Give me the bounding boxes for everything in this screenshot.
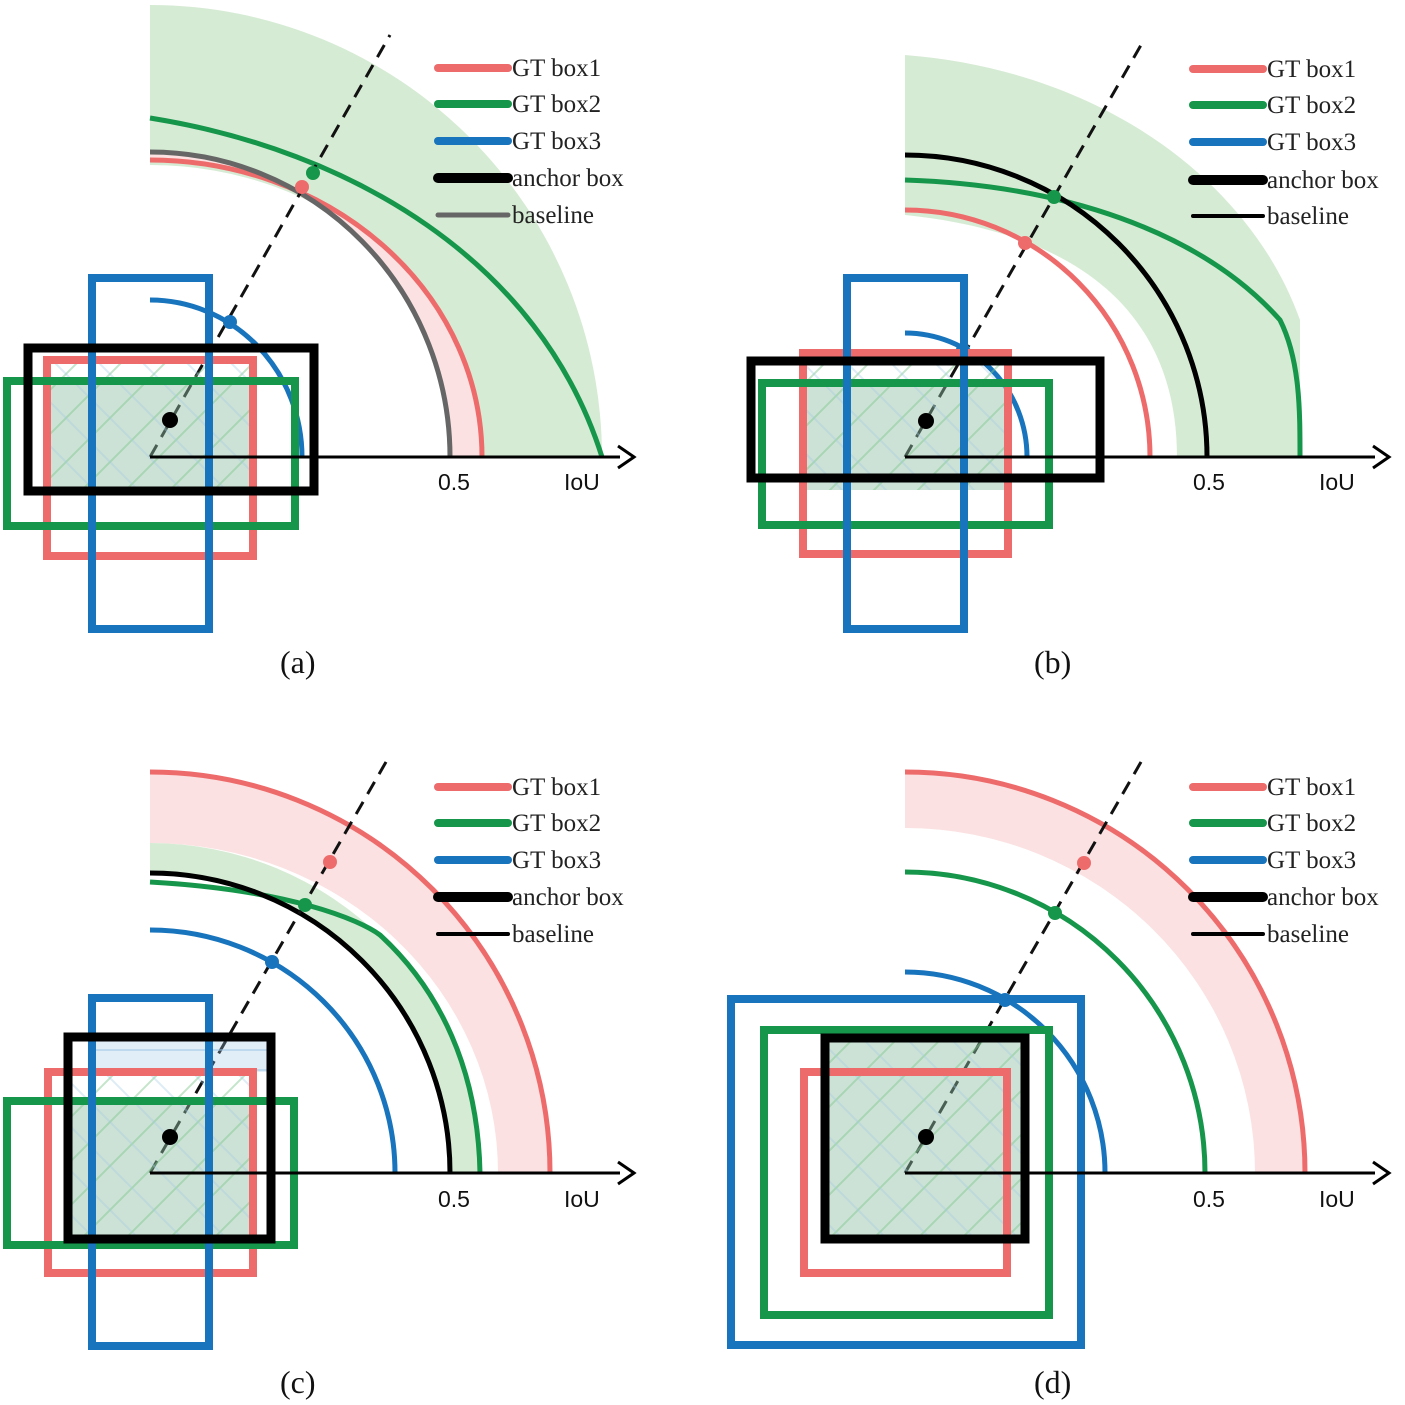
curve-gt-box3 [149,927,398,1174]
axis-tick-label: 0.5 [1193,1186,1225,1212]
curve-baseline [149,149,453,458]
intersect-dot-box2 [306,166,320,180]
caption-d: (d) [1034,1364,1071,1400]
legend-label-box1: GT box1 [512,55,601,82]
panel-a: 0.5 IoU GT box1 GT box2 GT box3 anchor b… [3,0,637,680]
legend-label-anchor: anchor box [512,165,624,192]
curve-gt-box1 [149,769,553,1174]
axis-label: IoU [1319,469,1355,495]
panel-d: 0.5 IoU GT box1 GT box2 GT box3 anchor b… [727,754,1392,1400]
legend-label-box2: GT box2 [1267,92,1356,119]
legend-label-box2: GT box2 [1267,810,1356,837]
overlap-hatch [805,355,1005,490]
legend: GT box1 GT box2 GT box3 anchor box basel… [433,774,624,948]
axis-tick-label: 0.5 [438,469,470,495]
band-green [905,55,1300,457]
legend-label-box2: GT box2 [512,810,601,837]
intersect-dot-box3 [223,315,237,329]
curve-gt-box1 [904,207,1153,458]
intersect-dot-box1 [1018,236,1032,250]
gt-box2-rect [758,379,1053,529]
curve-baseline [904,152,1210,458]
legend-label-anchor: anchor box [1267,167,1379,194]
curve-gt-box1 [904,769,1308,1174]
center-dot [162,412,178,428]
center-dot [918,1129,934,1145]
gt-box3-rect [843,274,968,633]
caption-a: (a) [280,644,316,680]
panel-b: 0.5 IoU GT box1 GT box2 GT box3 anchor b… [746,37,1392,680]
caption-c: (c) [280,1364,316,1400]
legend: GT box1 GT box2 GT box3 anchor box basel… [433,55,624,229]
legend-label-box2: GT box2 [512,91,601,118]
gt-box1-rect [799,349,1012,558]
gt-box3-rect [88,274,213,633]
x-axis-arrow [1372,1160,1392,1186]
band-pink [905,772,1305,1173]
panel-c: 0.5 IoU GT box1 GT box2 GT box3 anchor b… [3,754,637,1400]
overlap-fill-top-tint [92,1038,270,1072]
x-axis-arrow [617,444,637,470]
anchor-box-rect [63,1032,276,1244]
intersect-dot-box1 [295,180,309,194]
legend-label-anchor: anchor box [1267,884,1379,911]
legend-label-box3: GT box3 [512,847,601,874]
legend-label-box1: GT box1 [1267,56,1356,83]
center-dot [918,413,934,429]
overlap-fill-top [92,1038,270,1072]
curve-baseline [149,870,453,1174]
legend-label-box3: GT box3 [1267,129,1356,156]
center-dot [162,1129,178,1145]
legend-label-anchor: anchor box [512,884,624,911]
band-pink [150,770,550,1173]
anchor-box-rect [23,343,319,496]
legend-label-box1: GT box1 [512,774,601,801]
axis-tick-label: 0.5 [1193,469,1225,495]
curve-gt-box1 [149,157,485,458]
curve-gt-box2 [904,177,1303,458]
legend: GT box1 GT box2 GT box3 anchor box basel… [1188,774,1379,948]
legend: GT box1 GT box2 GT box3 anchor box basel… [1188,56,1379,230]
legend-label-box1: GT box1 [1267,774,1356,801]
curve-gt-box2 [149,115,605,458]
x-axis-arrow [617,1160,637,1186]
intersect-dot-box2 [1048,906,1062,920]
anchor-box-rect [820,1033,1030,1244]
axis-tick-label: 0.5 [438,1186,470,1212]
intersect-dot-box1 [323,855,337,869]
legend-label-baseline: baseline [1267,203,1349,230]
gt-box2-rect [3,377,299,530]
legend-label-box3: GT box3 [512,128,601,155]
curve-gt-box2 [904,869,1208,1174]
x-axis-arrow [1372,444,1392,470]
legend-label-box3: GT box3 [1267,847,1356,874]
intersect-dot-box3 [265,955,279,969]
axis-label: IoU [1319,1186,1355,1212]
intersect-dot-box2 [1047,190,1061,204]
intersect-dot-box1 [1077,856,1091,870]
legend-label-baseline: baseline [512,921,594,948]
axis-label: IoU [564,469,600,495]
intersect-dot-box2 [298,898,312,912]
caption-b: (b) [1034,644,1071,680]
anchor-box-rect [746,356,1105,483]
axis-label: IoU [564,1186,600,1212]
legend-label-baseline: baseline [512,202,594,229]
legend-label-baseline: baseline [1267,921,1349,948]
